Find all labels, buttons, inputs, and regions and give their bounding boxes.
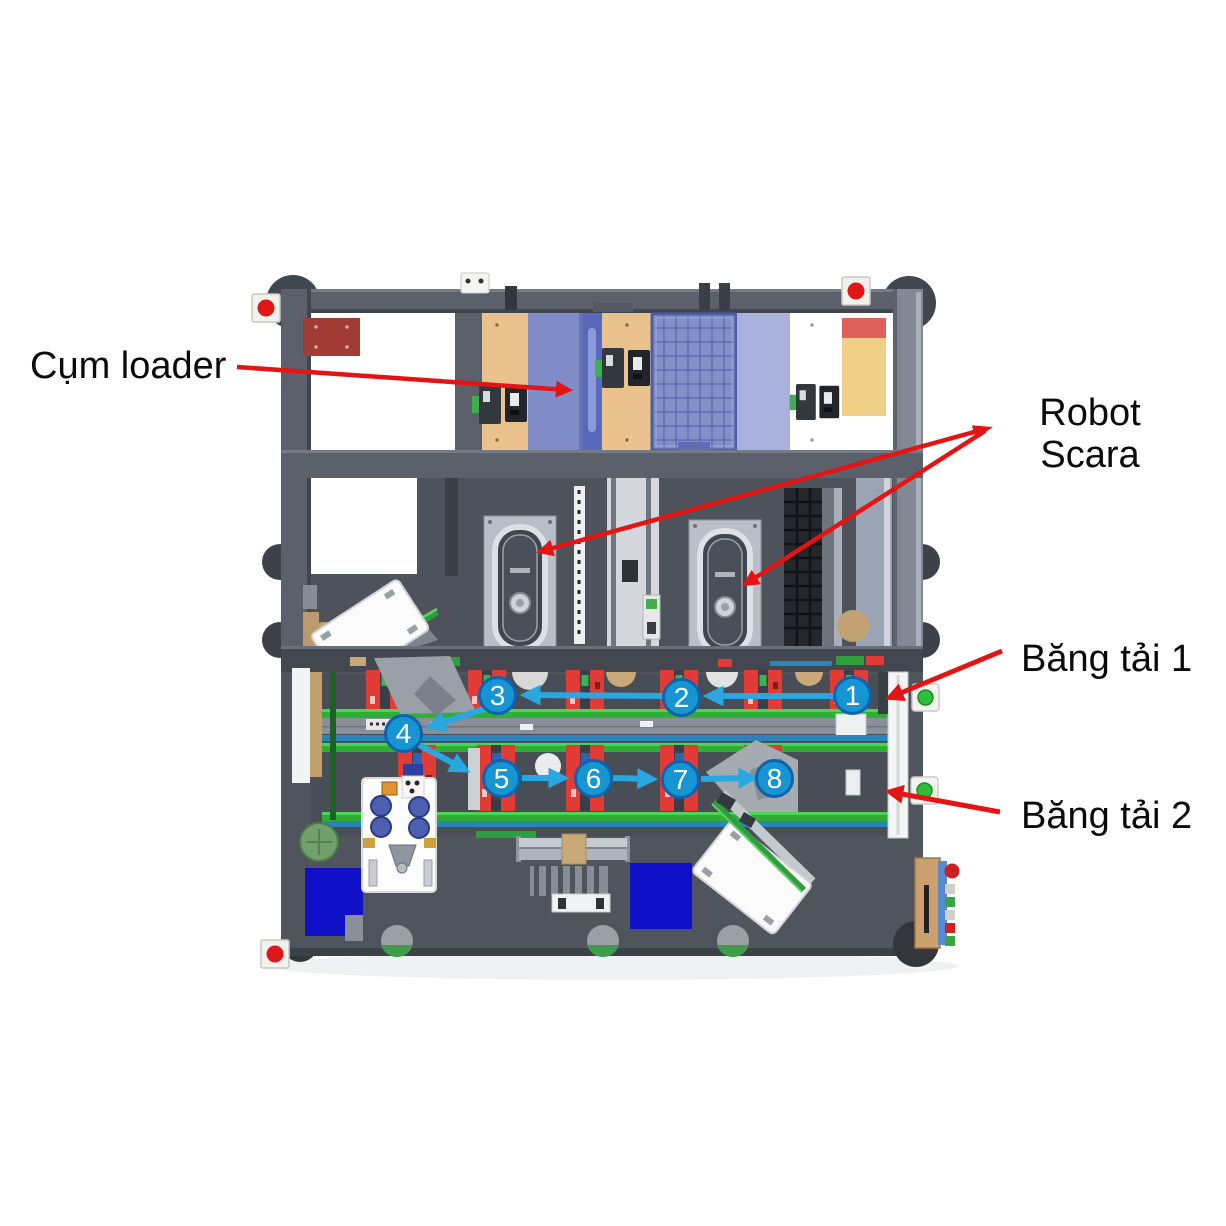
robot-scara-label-line1: Robot (1039, 392, 1141, 434)
flow-step-6: 6 (574, 759, 613, 798)
loader-tray-grid (650, 312, 738, 452)
loader-panel-tan-1 (482, 313, 528, 450)
conveyor-2-rails (322, 812, 888, 827)
flow-step-7: 7 (661, 760, 700, 799)
pallet-fixture (361, 764, 437, 893)
conveyor1-arrow (884, 648, 1003, 702)
frame-bar-3-highlight (281, 646, 923, 649)
scara-robot-right (689, 520, 761, 664)
flow-arrow-2-3 (519, 684, 665, 706)
flow-arrow-6-7 (612, 768, 659, 790)
conveyor-left-edge (292, 668, 336, 820)
flow-step-2: 2 (662, 678, 701, 717)
estop-button-top-left (251, 293, 281, 323)
estop-button-bottom-left (260, 939, 290, 969)
robot-arrow-junction-head (971, 425, 993, 439)
frame-bar-2-highlight (281, 450, 923, 453)
machine-shadow (268, 952, 958, 980)
robot-scara-label-line2: Scara (1040, 434, 1140, 476)
loader-label: Cụm loader (30, 345, 227, 387)
loader-red-plate (303, 318, 360, 356)
flow-step-8: 8 (755, 759, 794, 798)
scara-section (303, 478, 893, 691)
loader-yellow-plate (842, 338, 886, 416)
loader-area (303, 312, 893, 452)
loader-arrow (236, 364, 573, 398)
power-button (944, 863, 960, 879)
loader-panel-blue-2 (737, 313, 790, 450)
flow-arrow-4-5 (417, 742, 471, 773)
flow-step-4: 4 (384, 714, 423, 753)
loader-pink-plate (842, 318, 886, 338)
flow-arrows (417, 684, 835, 790)
conveyor2-label: Băng tải 2 (1021, 795, 1193, 837)
blue-bin-right (630, 863, 692, 929)
chute-upper-left (374, 656, 476, 716)
tilted-tray-right (692, 790, 816, 935)
bottom-zone (299, 764, 816, 958)
robot-arrow-right (741, 429, 987, 587)
tan-roller-right (837, 610, 869, 642)
control-panel (914, 857, 960, 949)
flow-arrow-3-4 (425, 705, 488, 732)
flow-arrow-7-8 (700, 767, 760, 789)
robot-scara-label: Robot Scara (1008, 392, 1172, 476)
conveyor-1-rails (322, 709, 888, 752)
top-frame-items (460, 272, 730, 312)
flow-step-1: 1 (833, 676, 872, 715)
estop-button-top-right (841, 276, 871, 306)
scara-radiator-grid (784, 488, 842, 646)
conveyor1-label: Băng tải 1 (1021, 638, 1193, 680)
conveyor2-arrow (884, 784, 1001, 815)
annotation-arrows (236, 364, 1003, 815)
scara-robot-left (484, 516, 556, 660)
loader-panel-blue-1 (528, 313, 583, 450)
flow-step-5: 5 (482, 759, 521, 798)
robot-arrow-left (536, 426, 986, 557)
flow-step-3: 3 (478, 676, 517, 715)
center-rail-unit (476, 831, 630, 913)
